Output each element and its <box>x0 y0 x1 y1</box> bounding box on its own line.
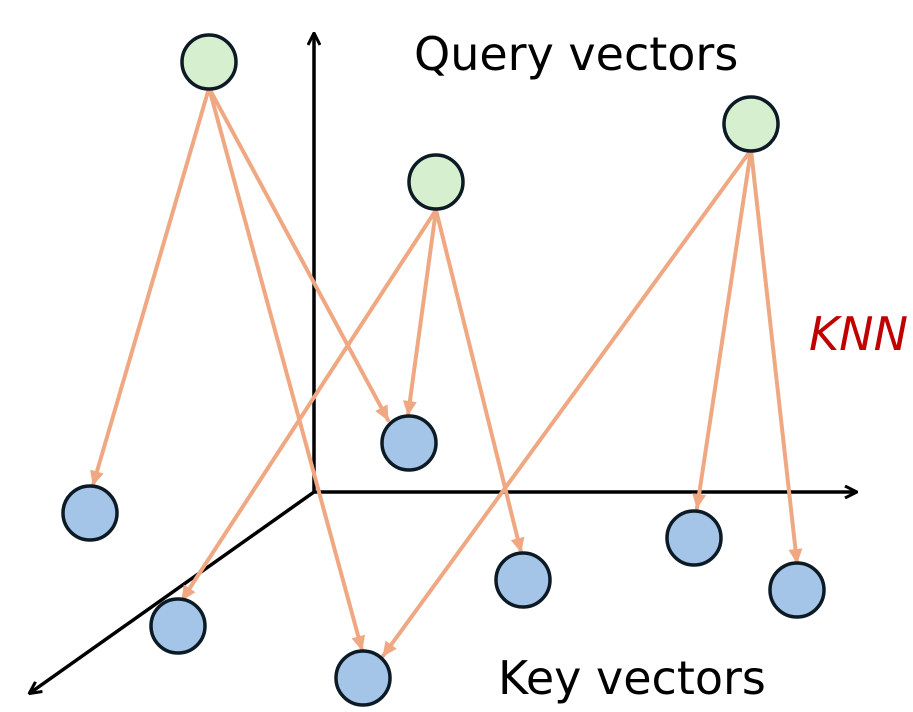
query-node <box>407 153 465 211</box>
arrow-q1-k1 <box>90 86 211 487</box>
arrow-q3-k5 <box>692 148 753 510</box>
knn-label: KNN <box>809 307 908 361</box>
key-node <box>149 597 207 655</box>
key-vectors-label: Key vectors <box>498 651 766 705</box>
key-nodes <box>61 414 826 707</box>
query-vectors-label: Query vectors <box>414 27 738 81</box>
arrow-q3-k6 <box>381 148 753 658</box>
arrow-q2-k3 <box>402 208 438 417</box>
arrow-q2-k2 <box>180 208 438 602</box>
arrow-q1-k6 <box>207 86 366 652</box>
key-node <box>494 551 552 609</box>
arrow-q3-k7 <box>749 148 803 565</box>
query-node <box>180 33 238 91</box>
key-node <box>61 484 119 542</box>
z-axis <box>30 490 316 693</box>
knn-arrows <box>90 86 803 658</box>
axes <box>30 34 856 693</box>
key-node <box>665 509 723 567</box>
query-nodes <box>180 33 780 211</box>
arrow-q2-k4 <box>434 208 525 554</box>
key-node <box>380 414 438 472</box>
query-node <box>722 95 780 153</box>
key-node <box>334 649 392 707</box>
arrow-q1-k3 <box>207 86 390 422</box>
key-node <box>768 561 826 619</box>
